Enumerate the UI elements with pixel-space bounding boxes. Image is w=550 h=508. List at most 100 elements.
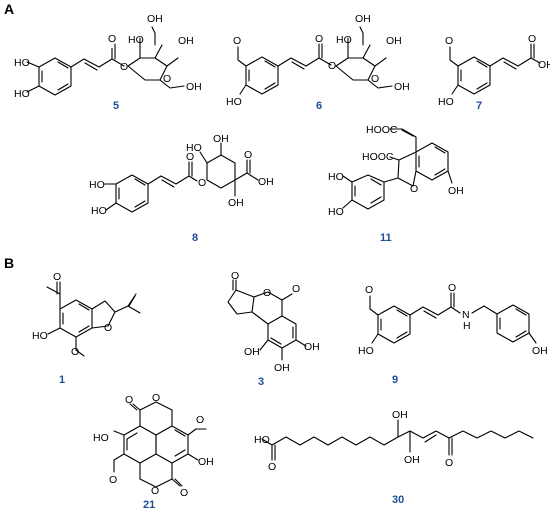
atom-label: O	[231, 270, 239, 282]
compound-21: O O O HO OH O O O O 21	[93, 392, 214, 508]
atom-label: HOOC	[362, 151, 394, 163]
atom-label: O	[365, 284, 373, 296]
compound-number: 1	[59, 374, 65, 386]
atom-label: HO	[128, 34, 144, 46]
atom-label: O	[151, 485, 159, 497]
atom-label: OH	[244, 346, 260, 358]
compound-8: HO HO O O OH HO O OH OH 8	[89, 133, 274, 244]
compound-1: O HO O O 1	[32, 271, 141, 386]
atom-label: N	[462, 309, 470, 321]
atom-label: O	[71, 346, 79, 358]
atom-label: O	[328, 60, 336, 72]
bonds	[261, 419, 534, 461]
panel-label-a: A	[4, 1, 14, 17]
atom-label: O	[120, 61, 128, 73]
compound-number: 21	[143, 499, 155, 508]
atom-label: O	[196, 414, 204, 426]
atom-label: O	[233, 35, 241, 47]
bonds	[342, 128, 453, 210]
compound-5: HO HO O O O HO OH OH OH 5	[14, 13, 202, 112]
atom-label: HO	[186, 142, 202, 154]
atom-label: O	[244, 149, 252, 161]
atom-label: O	[448, 282, 456, 294]
bonds	[369, 292, 537, 344]
atom-label: O	[198, 177, 206, 189]
atom-label: O	[445, 35, 453, 47]
atom-label: OH	[394, 81, 410, 93]
bonds	[113, 401, 207, 488]
atom-label: OH	[178, 35, 194, 47]
bonds	[449, 43, 541, 95]
atom-label: O	[263, 287, 271, 299]
atom-label: HO	[328, 206, 344, 218]
atom-label: HO	[438, 96, 454, 108]
atom-label: OH	[258, 176, 274, 188]
bonds	[46, 281, 141, 357]
atom-label: HO	[336, 34, 352, 46]
atom-label: HO	[14, 57, 30, 69]
compound-number: 6	[316, 100, 322, 112]
atom-label: O	[186, 151, 194, 163]
atom-label: OH	[386, 35, 402, 47]
atom-label: OH	[147, 13, 163, 25]
atom-label: O	[371, 73, 379, 85]
atom-label: O	[410, 183, 418, 195]
bonds	[26, 42, 185, 96]
atom-label: O	[109, 474, 117, 486]
atom-label: O	[445, 457, 453, 469]
atom-label: HO	[32, 330, 48, 342]
bonds	[227, 279, 307, 361]
atom-label: O	[180, 487, 188, 499]
atom-label: OH	[355, 13, 371, 25]
atom-label: HO	[358, 345, 374, 357]
atom-label: OH	[304, 341, 320, 353]
atom-label: O	[268, 461, 276, 473]
atom-label: O	[104, 322, 112, 334]
atom-label: OH	[538, 59, 550, 71]
atom-label: HO	[226, 96, 242, 108]
atom-label: HOOC	[366, 124, 398, 136]
atom-label: OH	[198, 456, 214, 468]
compound-number: 5	[113, 100, 119, 112]
atom-label: O	[108, 33, 116, 45]
atom-label: HO	[254, 434, 270, 446]
compound-6: O HO O O O HO OH OH OH 6	[226, 13, 410, 112]
compound-11: HOOC HOOC HO HO O OH 11	[328, 124, 464, 244]
compound-7: O HO O OH 7	[438, 33, 550, 112]
bonds	[103, 142, 259, 213]
atom-label: OH	[532, 345, 548, 357]
atom-label: OH	[392, 409, 408, 421]
atom-label: O	[528, 33, 536, 45]
compound-30: HO O OH OH O 30	[254, 409, 534, 506]
atom-label: OH	[448, 185, 464, 197]
compound-number: 8	[192, 232, 198, 244]
atom-label: O	[292, 283, 300, 295]
compound-3: O O O OH OH OH 3	[227, 270, 320, 388]
atom-label: OH	[213, 133, 229, 145]
panel-label-b: B	[4, 255, 14, 271]
atom-label: O	[125, 394, 133, 406]
atom-label: HO	[14, 88, 30, 100]
atom-label: HO	[91, 205, 107, 217]
compound-number: 3	[258, 376, 264, 388]
compound-9: O O N H HO OH 9	[358, 282, 548, 386]
atom-label: OH	[186, 81, 202, 93]
atom-label: HO	[93, 432, 109, 444]
bonds	[237, 26, 393, 95]
atom-label: H	[463, 320, 471, 332]
atom-label: OH	[404, 454, 420, 466]
atom-label: OH	[228, 197, 244, 209]
atom-label: O	[152, 392, 160, 404]
atom-label: O	[315, 33, 323, 45]
compound-number: 9	[392, 374, 398, 386]
atom-label: O	[163, 73, 171, 85]
atom-label: HO	[328, 171, 344, 183]
atom-label: OH	[274, 362, 290, 374]
compound-number: 30	[392, 494, 404, 506]
atom-label: O	[53, 271, 61, 283]
compound-number: 11	[380, 232, 392, 244]
atom-label: HO	[89, 179, 105, 191]
compound-number: 7	[476, 100, 482, 112]
